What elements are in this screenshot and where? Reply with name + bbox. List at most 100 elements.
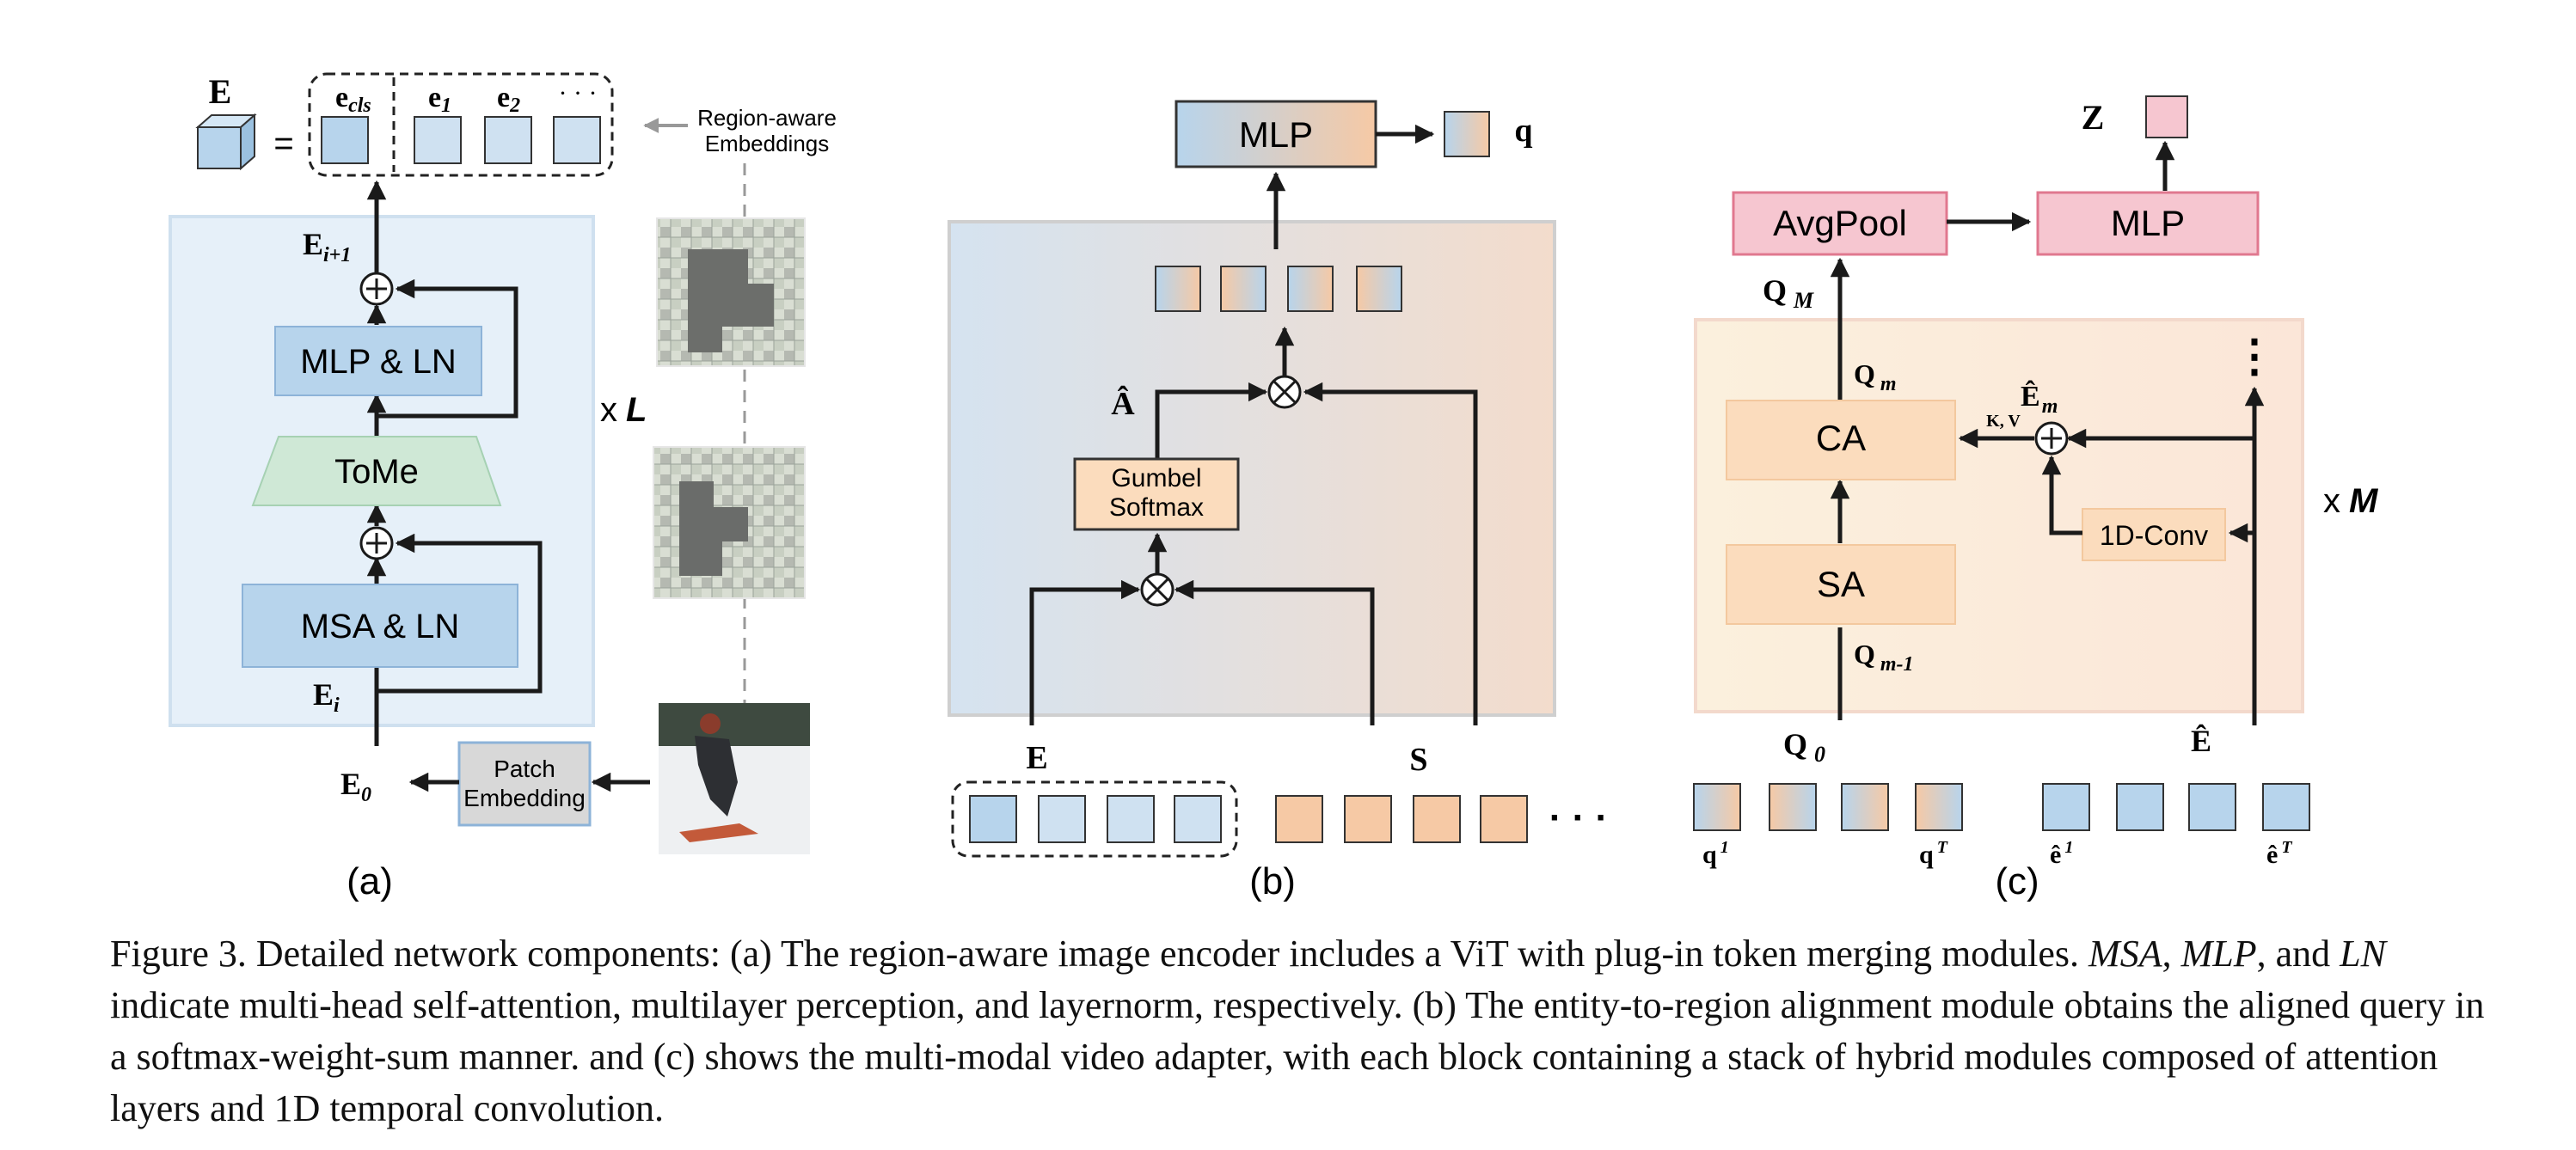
gumbel-softmax-box <box>1073 457 1240 531</box>
E-token-1 <box>969 795 1017 843</box>
E-token-2 <box>1038 795 1086 843</box>
q-token-1 <box>1693 783 1741 831</box>
snowboarder-image <box>659 703 810 854</box>
sa-box <box>1726 544 1956 625</box>
caption-part-1: Figure 3. Detailed network components: (… <box>110 933 2089 975</box>
E-i-label: Ei <box>313 677 340 717</box>
multiply-icon-lower <box>1140 572 1175 607</box>
panel-a-label: (a) <box>347 860 393 902</box>
E-hat-label: Ê <box>2191 724 2211 758</box>
caption-ln: LN <box>2340 933 2386 975</box>
e-token-4 <box>2262 783 2310 831</box>
plus-icon-upper <box>359 272 394 306</box>
aligned-token-1 <box>1155 266 1201 312</box>
S-input-label: S <box>1409 742 1427 778</box>
panel-b-label: (b) <box>1249 860 1296 902</box>
arrow-S-mult-lower <box>1174 579 1375 725</box>
caption-part-4: indicate multi-head self-attention, mult… <box>110 984 2485 1129</box>
panel-a: E = ecls e1 e2 · · · Region-aware Embedd… <box>169 72 837 902</box>
S-token-4 <box>1480 795 1528 843</box>
embeddings-label: Embeddings <box>705 131 830 156</box>
multiply-icon-upper <box>1267 375 1302 409</box>
q-token-2 <box>1769 783 1817 831</box>
A-hat-label: Â <box>1111 386 1135 422</box>
aligned-token-4 <box>1356 266 1402 312</box>
conv-box <box>2082 508 2226 561</box>
E-input-label: E <box>1026 740 1047 776</box>
q-label: q <box>1514 113 1532 149</box>
Z-output-token <box>2145 95 2188 138</box>
E-token-4 <box>1174 795 1222 843</box>
arrow-A-mult <box>1155 382 1268 461</box>
arrow-S-mult-upper <box>1303 382 1478 725</box>
avgpool-label: AvgPool <box>1773 203 1907 243</box>
caption-msa: MSA <box>2088 933 2162 975</box>
q-token-4 <box>1915 783 1963 831</box>
S-ellipsis: · · · <box>1549 797 1608 839</box>
e1-label: e1 <box>428 82 451 117</box>
figure-caption: Figure 3. Detailed network components: (… <box>110 928 2500 1135</box>
residual-upper <box>377 278 518 419</box>
arrow-E-mult <box>1029 579 1141 725</box>
token-e2 <box>484 116 532 164</box>
S-token-3 <box>1413 795 1461 843</box>
figure-diagram: E = ecls e1 e2 · · · Region-aware Embedd… <box>169 72 2379 902</box>
e-token-1 <box>2042 783 2090 831</box>
E-label: E <box>209 72 232 111</box>
kv-label: K, V <box>1986 412 2021 431</box>
tome-box <box>251 436 502 506</box>
plus-icon-lower <box>359 526 394 560</box>
patch-embedding-box <box>457 741 592 827</box>
plus-icon-c <box>2034 421 2069 456</box>
conv-label: 1D-Conv <box>2100 520 2208 551</box>
caption-mlp: MLP <box>2180 933 2257 975</box>
e2-label: e2 <box>497 82 520 117</box>
mlp-ln-label: MLP & LN <box>300 343 457 381</box>
arrow-conv-plus <box>2041 455 2082 535</box>
S-token-1 <box>1275 795 1323 843</box>
ca-box <box>1726 400 1956 480</box>
sa-label: SA <box>1817 564 1865 604</box>
residual-lower <box>377 533 543 694</box>
vdots: ⋮ <box>2232 333 2277 382</box>
token-e1 <box>414 116 462 164</box>
region-aware-label: Region-aware <box>697 105 837 131</box>
avgpool-box <box>1732 191 1948 256</box>
E-hat-m-label: Êm <box>2021 380 2058 418</box>
embedding-label: Embedding <box>463 785 586 811</box>
mlp-label: MLP <box>1239 114 1313 155</box>
E-tokens-dashed-box <box>951 780 1238 858</box>
mlp-ln-box <box>274 326 482 396</box>
mlp-box-c <box>2036 191 2260 256</box>
q-output-token <box>1444 111 1490 157</box>
softmax-label: Softmax <box>1109 493 1204 522</box>
merged-token-map-lower <box>653 446 806 599</box>
msa-ln-box <box>242 584 518 668</box>
msa-ln-label: MSA & LN <box>301 608 460 645</box>
Z-label: Z <box>2082 98 2105 137</box>
token-e3 <box>553 116 601 164</box>
caption-part-2: , <box>2162 933 2181 975</box>
panel-c-label: (c) <box>1995 860 2039 902</box>
q-token-3 <box>1841 783 1889 831</box>
E-next-label: Ei+1 <box>303 227 351 266</box>
cube-icon <box>195 113 257 171</box>
patch-label: Patch <box>494 755 555 782</box>
mlp-box <box>1175 100 1377 168</box>
merged-token-map-upper <box>656 217 806 367</box>
equals-sign: = <box>273 125 293 162</box>
tome-label: ToMe <box>334 453 419 491</box>
e-token-2 <box>2116 783 2164 831</box>
E-token-3 <box>1107 795 1155 843</box>
ca-label: CA <box>1816 418 1866 458</box>
S-token-2 <box>1344 795 1392 843</box>
